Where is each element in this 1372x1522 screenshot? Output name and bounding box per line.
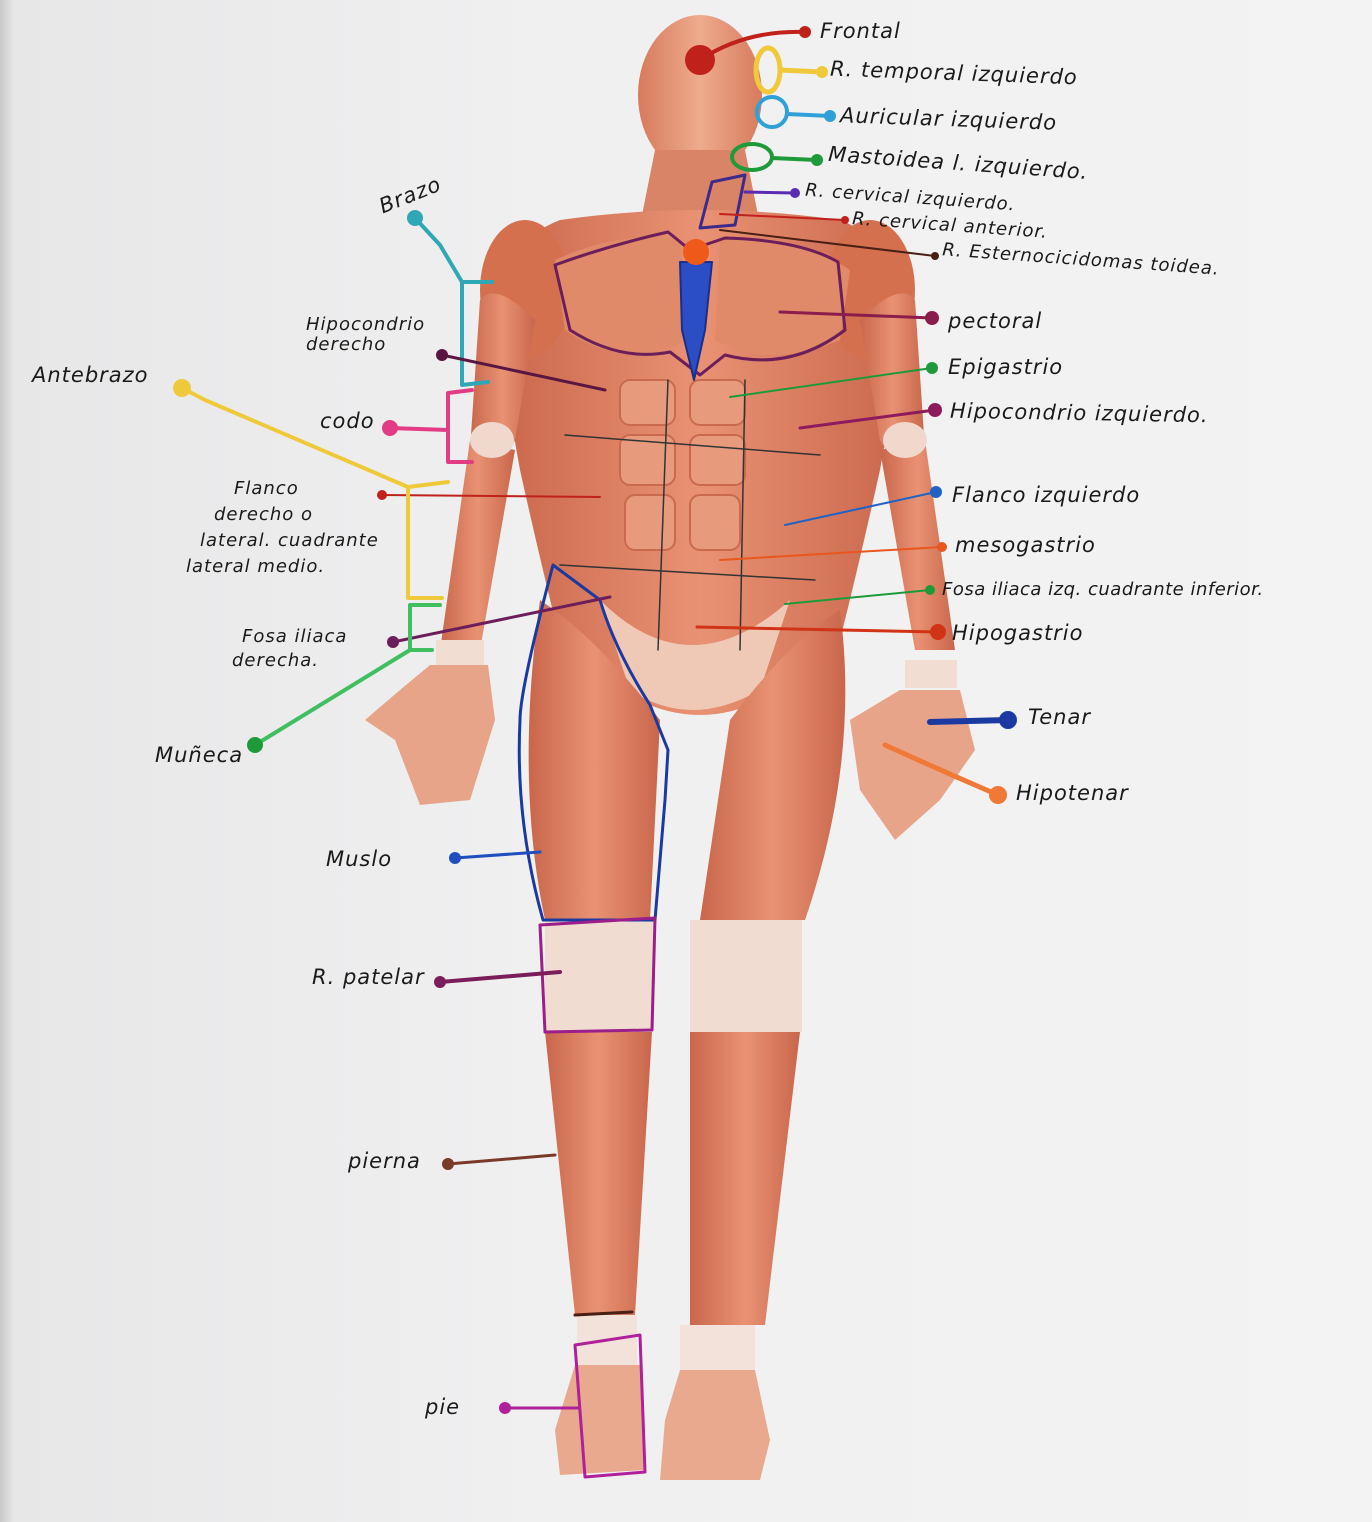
leader-codo [390,390,472,462]
right-hand [365,665,495,805]
dot-hipocondrio-der [436,349,448,361]
label-flanco-izquierdo: Flanco izquierdo [952,484,1140,507]
dot-tenar [999,711,1017,729]
dot-cervical-ant [841,216,849,224]
leader-antebrazo [182,388,408,487]
leader-temporal [780,70,822,72]
label-pierna: pierna [348,1150,421,1173]
leader-mastoid [772,158,817,160]
dot-antebrazo [173,379,191,397]
auricular-mark [757,97,787,127]
left-wrist-band [905,660,957,688]
label-hipotenar: Hipotenar [1016,782,1129,805]
label-muslo: Muslo [326,848,392,871]
dot-cervical-izq [790,188,800,198]
dot-fosa-izq [925,585,935,595]
right-lower-leg [545,1032,652,1315]
label-flanco-derecho-l4: lateral medio. [186,554,379,580]
dot-epigastrio [926,362,938,374]
label-pectoral: pectoral [948,310,1042,333]
dot-esterno [931,252,939,260]
dot-brazo [407,210,423,226]
label-hipogastrio: Hipogastrio [952,622,1084,645]
label-antebrazo: Antebrazo [32,364,149,387]
left-knee [690,920,802,1032]
label-hipocondrio-izquierdo: Hipocondrio izquierdo. [950,400,1209,428]
label-flanco-derecho: Flanco derecho o lateral. cuadrante late… [186,476,379,580]
right-wrist-band [436,640,484,668]
dot-hipogastrio [930,624,946,640]
right-elbow [470,422,514,458]
label-flanco-derecho-l1: Flanco [186,476,379,502]
dot-muneca [247,737,263,753]
left-hand [850,690,975,840]
right-knee [545,920,653,1032]
leader-cervical-izq [745,192,795,193]
leader-tenar [930,720,1008,722]
label-epigastrio: Epigastrio [948,356,1063,379]
dot-fosa-der [387,636,399,648]
dot-mastoid [811,154,823,166]
label-patelar: R. patelar [312,966,425,989]
left-foot [660,1370,770,1480]
label-pie: pie [425,1396,460,1419]
dot-patelar [434,976,446,988]
left-ankle [680,1325,755,1370]
label-frontal: Frontal [820,20,901,43]
label-codo: codo [320,410,375,433]
label-fosa-iliaca-izquierda: Fosa iliaca izq. cuadrante inferior. [942,580,1264,600]
right-foot [555,1365,645,1475]
dot-hipotenar [989,786,1007,804]
dot-mesogastrio [937,542,947,552]
label-hipocondrio-derecho-l2: derecho [306,335,425,355]
dot-pie [499,1402,511,1414]
dot-flanco-izq [930,486,942,498]
right-pectoral [555,238,690,353]
leader-pierna [448,1155,555,1164]
temporal-mark [756,48,780,92]
label-fosa-iliaca-derecha-l2: derecha. [232,649,347,673]
label-hipocondrio-derecho-l1: Hipocondrio [306,315,425,335]
label-tenar: Tenar [1028,706,1091,729]
label-mesogastrio: mesogastrio [955,534,1096,557]
dot-frontal [799,26,811,38]
left-lower-leg [690,1032,800,1325]
label-fosa-iliaca-derecha-l1: Fosa iliaca [232,625,347,649]
dot-temporal [816,66,828,78]
dot-pierna [442,1158,454,1170]
dot-muslo [449,852,461,864]
dot-pectoral [925,311,939,325]
dot-hipocondrio-izq [928,403,942,417]
sternal-notch-mark [683,239,709,265]
label-muneca: Muñeca [155,744,243,767]
label-hipocondrio-derecho: Hipocondrio derecho [306,315,425,355]
label-flanco-derecho-l2: derecho o [186,502,379,528]
left-elbow [883,422,927,458]
leader-auricular [787,114,830,116]
label-flanco-derecho-l3: lateral. cuadrante [186,528,379,554]
bracket-antebrazo [408,482,448,598]
dot-auricular [824,110,836,122]
label-fosa-iliaca-derecha: Fosa iliaca derecha. [232,625,347,674]
dot-codo [382,420,398,436]
